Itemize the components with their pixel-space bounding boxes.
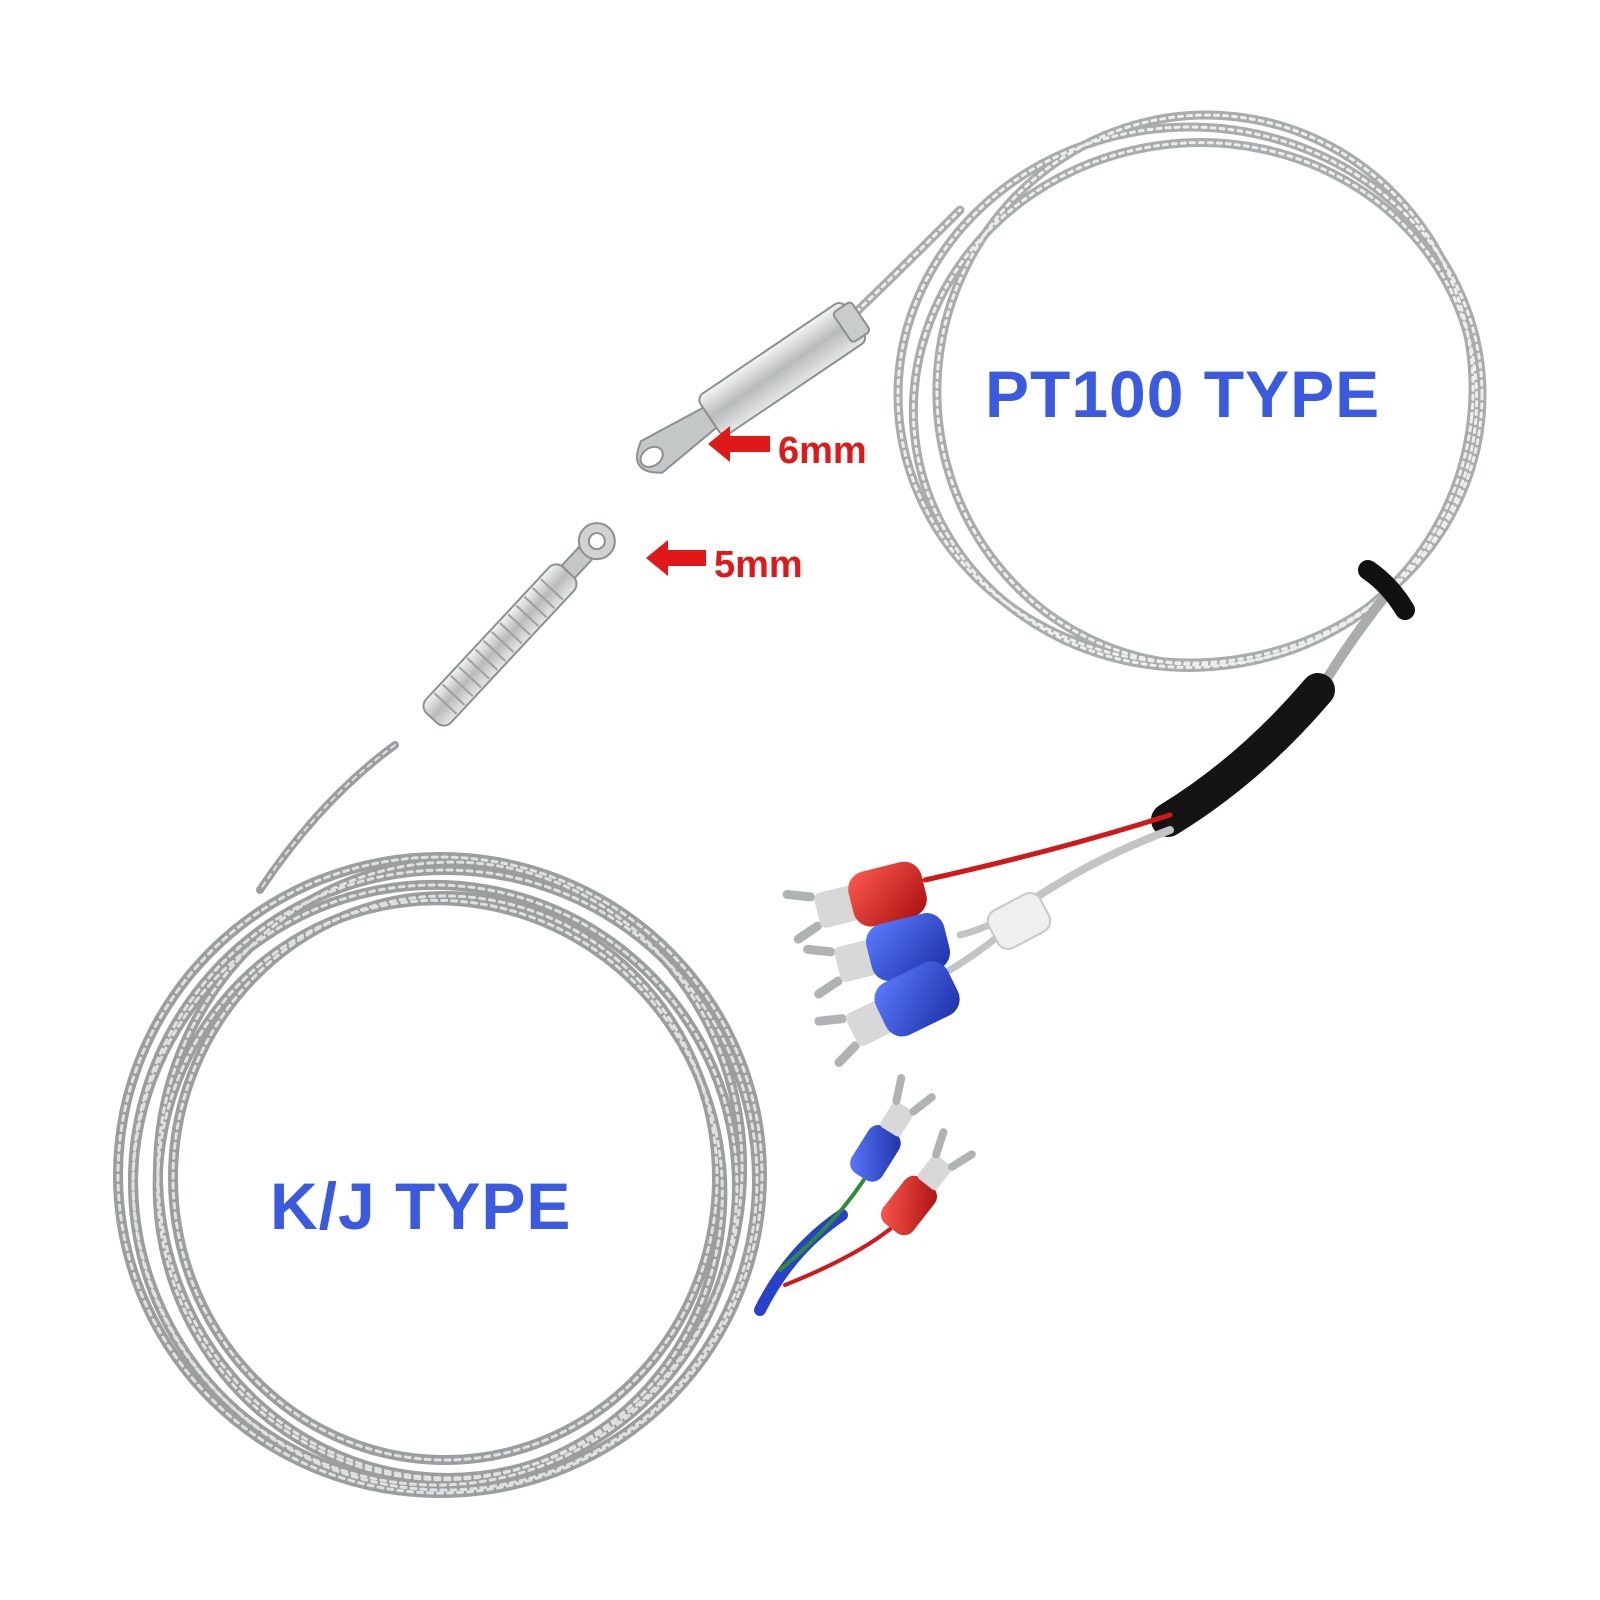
left-arrow-icon: [646, 540, 706, 576]
kj-cable-coil: [113, 741, 767, 1498]
pt100-terminal-red: [782, 861, 927, 944]
kj-terminal-red: [881, 1128, 976, 1236]
kj-leads: [754, 1168, 897, 1316]
kj-hole-size-label: 5mm: [714, 544, 803, 586]
pt100-terminal-blue-2: [814, 961, 960, 1068]
pt100-leads: [922, 812, 1174, 974]
kj-type-label: K/J TYPE: [270, 1169, 572, 1243]
pt100-cable-coil: [845, 110, 1487, 695]
pt100-probe: [636, 301, 871, 474]
heat-shrink-sleeve: [1151, 673, 1335, 837]
pt100-hole-size-label: 6mm: [778, 430, 867, 472]
kj-terminal-blue: [850, 1074, 936, 1182]
cable-tie-band: [1358, 560, 1415, 620]
pt100-type-label: PT100 TYPE: [985, 357, 1381, 431]
left-arrow-icon: [708, 426, 770, 462]
kj-probe: [422, 522, 616, 727]
white-sleeve: [986, 892, 1052, 950]
